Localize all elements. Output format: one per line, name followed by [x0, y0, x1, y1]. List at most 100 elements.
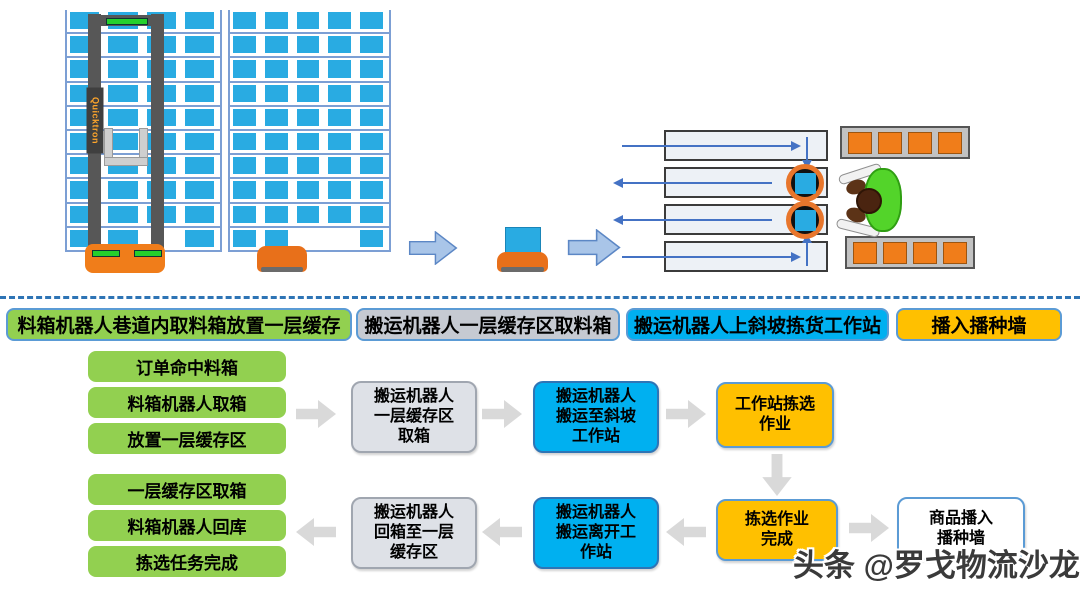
rack-cell: [230, 131, 262, 156]
rack-cell: [325, 34, 358, 59]
rack-cell: [357, 58, 389, 83]
rack-cell: [357, 204, 389, 228]
robot-carriage-base: [104, 157, 148, 166]
tote: [108, 205, 138, 223]
rack-cell: [261, 34, 294, 59]
tote: [233, 36, 256, 54]
rack-cell: [293, 131, 326, 156]
rack-cell: [261, 83, 294, 107]
tote: [233, 229, 256, 247]
tote: [108, 229, 138, 247]
rack-cell: [357, 34, 389, 59]
tote: [264, 205, 288, 223]
rack-cell: [357, 228, 389, 252]
tote: [264, 181, 288, 199]
rack-cell: [230, 179, 262, 204]
tote: [233, 181, 256, 199]
tote: [296, 157, 320, 175]
rack-cell: [293, 58, 326, 83]
process-arrow-right-icon: [408, 231, 458, 265]
flow-arrow-down-icon: [762, 454, 792, 496]
rack-cell: [293, 10, 326, 35]
rack-cell: [357, 10, 389, 35]
tote: [184, 157, 214, 175]
tote: [328, 60, 352, 78]
tote: [184, 108, 214, 126]
rack-cell: [181, 179, 220, 204]
tote: [233, 133, 256, 151]
robot-base-led: [134, 250, 162, 257]
rack-cell: [261, 179, 294, 204]
rack-cell: [181, 155, 220, 180]
flow-step-robot-pick: 料箱机器人取箱: [88, 387, 286, 418]
shuttle-robot: [257, 246, 307, 272]
rack-cell: [357, 155, 389, 180]
tote: [328, 36, 352, 54]
rack-cell: [261, 10, 294, 35]
rack-cell: [105, 204, 144, 228]
putwall-top: [840, 126, 970, 159]
rack-cell: [325, 83, 358, 107]
tote: [328, 108, 352, 126]
tote: [296, 133, 320, 151]
rack-cell: [261, 58, 294, 83]
lane-arrow-left-icon: [613, 178, 772, 188]
tote: [328, 181, 352, 199]
storage-rack-right: [228, 10, 391, 252]
lane-robot-with-tote: [786, 164, 824, 202]
tote: [360, 36, 383, 54]
rack-cell: [325, 155, 358, 180]
tote: [360, 84, 383, 102]
robot-base-led: [92, 250, 120, 257]
rack-cell: [230, 204, 262, 228]
tote: [108, 181, 138, 199]
tote-top-view: [794, 172, 816, 194]
tote-top-view: [794, 209, 816, 231]
tote: [360, 205, 383, 223]
lane-robot-with-tote: [786, 201, 824, 239]
rack-cell: [293, 155, 326, 180]
rack-cell: [325, 204, 358, 228]
rack-cell: [105, 107, 144, 131]
flow-box-return-buffer: 搬运机器人 回箱至一层 缓存区: [351, 497, 477, 569]
tote: [184, 181, 214, 199]
transfer-robot: [497, 252, 548, 272]
flow-step-place-buffer: 放置一层缓存区: [88, 423, 286, 454]
process-arrow-right-icon: [566, 229, 622, 266]
rack-cell: [105, 131, 144, 156]
rack-cell: [181, 58, 220, 83]
rack-cell: [181, 107, 220, 131]
tote: [360, 157, 383, 175]
watermark: 头条 @罗戈物流沙龙: [793, 548, 1080, 583]
flow-arrow-left-icon: [296, 518, 336, 546]
tote: [184, 60, 214, 78]
rack-cell: [230, 83, 262, 107]
rack-cell: [230, 34, 262, 59]
dashed-divider-line: [0, 296, 1080, 299]
tote: [296, 181, 320, 199]
stage-header-putwall: 播入播种墙: [896, 308, 1062, 341]
rack-cell: [230, 155, 262, 180]
tote: [108, 133, 138, 151]
tote: [264, 12, 288, 30]
rack-cell: [357, 131, 389, 156]
stage-header-pickup: 搬运机器人一层缓存区取料箱: [356, 308, 620, 341]
tote: [184, 36, 214, 54]
flow-arrow-right-icon: [296, 400, 336, 428]
worker-figure: [835, 162, 910, 239]
tote: [360, 133, 383, 151]
flow-arrow-right-icon: [848, 514, 890, 542]
tote: [264, 229, 288, 247]
tote: [184, 84, 214, 102]
tote: [264, 157, 288, 175]
rack-cell: [261, 131, 294, 156]
tote: [264, 108, 288, 126]
rack-cell: [325, 228, 358, 252]
rack-cell: [105, 83, 144, 107]
lane-arrow-right-icon: [622, 141, 801, 151]
lane-arrow-left-icon: [613, 215, 772, 225]
tote: [296, 84, 320, 102]
tote: [233, 157, 256, 175]
rack-cell: [325, 107, 358, 131]
